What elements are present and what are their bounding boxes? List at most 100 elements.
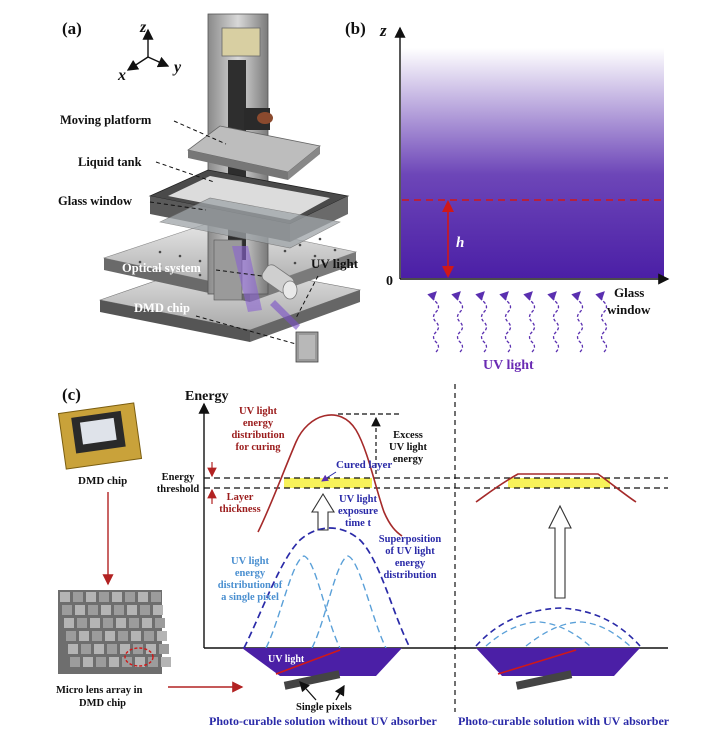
panel-b: (b) z 0 h Glass window UV light: [345, 19, 670, 373]
lens-icon: [261, 264, 298, 300]
micro-lens: [62, 605, 72, 615]
micro-lens: [88, 605, 98, 615]
single-pixel-distribution-label-line: energy: [235, 568, 266, 579]
micro-lens-label-line2: DMD chip: [79, 698, 126, 709]
superposition-label-line: Superposition: [379, 534, 442, 545]
uv-wave-arrow: [475, 291, 488, 353]
callout-liquid-tank: Liquid tank: [78, 155, 142, 169]
cured-layer-label: Cured layer: [336, 459, 392, 471]
glass-label-line1: Glass: [614, 285, 644, 300]
superposition-curve: [243, 527, 411, 649]
exposure-time-label-line: UV light: [339, 494, 378, 505]
z-label: z: [379, 21, 387, 40]
micro-lens: [109, 657, 119, 667]
micro-lens: [73, 592, 83, 602]
micro-lens: [159, 644, 169, 654]
single-pixel-curve-right: [311, 555, 387, 649]
micro-lens: [157, 631, 167, 641]
uv-light-in-tank-label: UV light: [268, 654, 305, 665]
single-pixels-label: Single pixels: [296, 702, 352, 713]
axis-triad: z x y: [117, 19, 182, 84]
single-pixel-curve-absorber-left: [485, 621, 591, 647]
dmd-chip-image: [57, 402, 143, 470]
micro-lens: [142, 618, 152, 628]
micro-lens: [86, 592, 96, 602]
uv-gradient-region: [401, 48, 664, 278]
superposition-label-line: energy: [395, 558, 426, 569]
uv-wave-arrow: [547, 291, 560, 353]
micro-lens: [92, 631, 102, 641]
micro-lens: [81, 644, 91, 654]
energy-threshold-lines: [204, 477, 668, 489]
single-pixel-curve-absorber-right: [525, 621, 631, 647]
micro-lens: [66, 631, 76, 641]
panel-a: (a) z x y: [58, 13, 362, 363]
h-label: h: [456, 235, 464, 251]
single-pixel-distribution-label-line: distribution of: [218, 580, 283, 591]
micro-lens: [68, 644, 78, 654]
micro-lens: [79, 631, 89, 641]
micro-lens: [112, 592, 122, 602]
micro-lens-array-image: [58, 590, 171, 674]
superposition-curve-with-absorber: [475, 607, 641, 647]
callout-moving-platform: Moving platform: [60, 113, 152, 127]
micro-lens: [70, 657, 80, 667]
uv-wave-arrow: [523, 291, 536, 353]
energy-threshold-label-line: Energy: [162, 472, 195, 483]
excess-energy-label-line: energy: [393, 454, 424, 465]
glass-label-line2: window: [607, 302, 651, 317]
micro-lens: [90, 618, 100, 628]
single-pixel-distribution-label-line: a single pixel: [221, 592, 279, 603]
uv-wave-arrows: [427, 291, 608, 353]
micro-lens: [60, 592, 70, 602]
uv-wave-arrow: [499, 291, 512, 353]
uv-curing-distribution-label-line: UV light: [239, 406, 278, 417]
callout-dmd-chip: DMD chip: [134, 301, 190, 315]
micro-lens: [155, 618, 165, 628]
micro-lens: [125, 592, 135, 602]
micro-lens: [153, 605, 163, 615]
uv-wave-arrow: [571, 291, 584, 353]
micro-lens: [120, 644, 130, 654]
micro-lens: [105, 631, 115, 641]
exposure-time-label-line: exposure: [338, 506, 378, 517]
callout-glass-window: Glass window: [58, 194, 132, 208]
energy-axis-label: Energy: [185, 389, 229, 404]
callout-optical-system: Optical system: [122, 261, 201, 275]
exposure-time-arrow-right: [548, 504, 572, 599]
micro-lens: [138, 592, 148, 602]
micro-lens: [161, 657, 171, 667]
uv-wave-arrow: [427, 291, 440, 353]
micro-lens: [96, 657, 106, 667]
panel-a-callouts: Moving platform Liquid tank Glass window…: [58, 113, 359, 345]
micro-lens: [77, 618, 87, 628]
micro-lens: [140, 605, 150, 615]
micro-lens: [118, 631, 128, 641]
micro-lens: [144, 631, 154, 641]
micro-lens: [75, 605, 85, 615]
uv-curing-curve-with-absorber: [475, 473, 637, 503]
exposure-time-arrow: [311, 492, 335, 531]
superposition-label-line: of UV light: [385, 546, 435, 557]
dmd-chip-label: DMD chip: [78, 475, 127, 487]
single-pixel-distribution-label-line: UV light: [231, 556, 270, 567]
axis-x-label: x: [117, 67, 126, 84]
micro-lens: [129, 618, 139, 628]
uv-curing-distribution-curve: [257, 414, 403, 537]
caption-with-absorber: Photo-curable solution with UV absorber: [458, 714, 670, 728]
micro-lens: [103, 618, 113, 628]
exposure-time-label-line: time t: [345, 518, 371, 529]
micro-lens: [133, 644, 143, 654]
micro-lens: [99, 592, 109, 602]
panel-a-label: (a): [62, 19, 82, 38]
micro-lens: [83, 657, 93, 667]
micro-lens: [114, 605, 124, 615]
callout-uv-light: UV light: [311, 256, 359, 271]
